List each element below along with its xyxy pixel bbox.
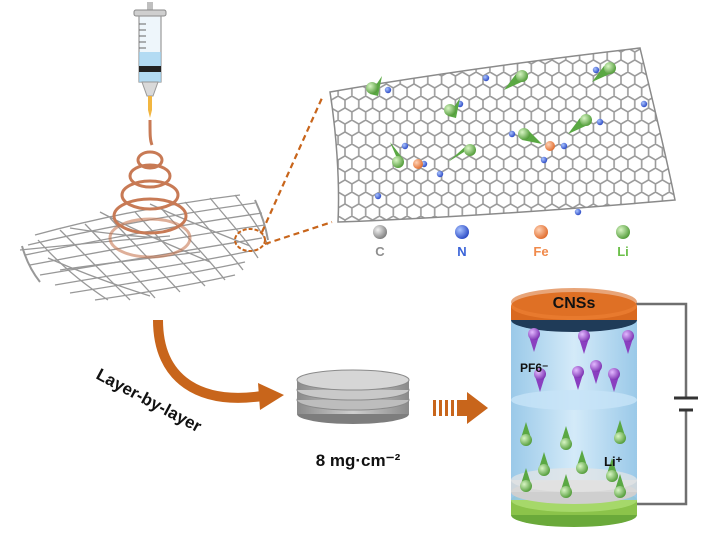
anion-label: PF6⁻ [520,361,548,375]
cation-label: Li⁺ [604,454,623,469]
legend-label-n: N [457,244,466,259]
legend-label-c: C [375,244,385,259]
pf6-anions [528,328,634,392]
electrode-label: CNSs [553,295,596,312]
external-circuit [636,302,688,506]
process-label: Layer-by-layer [93,365,205,437]
electrode-disk-stack: 8 mg·cm⁻² [296,369,410,470]
battery-cell: CNSs PF6⁻ Li⁺ [511,288,698,527]
doped-graphene-sheet [329,47,676,223]
legend-item-fe: Fe [533,225,549,259]
zoom-indicator [234,97,333,252]
legend-label-li: Li [617,244,629,259]
legend-label-fe: Fe [533,244,548,259]
legend-item-li: Li [616,225,630,259]
fe-atoms [413,141,555,169]
legend-item-n: N [455,225,469,259]
li-ions-on-sheet [366,62,616,168]
element-legend: C N Fe Li [373,225,630,259]
li-cations [520,420,626,498]
battery-symbol [674,396,698,412]
transfer-arrow [433,392,488,424]
copper-spiral [108,119,192,259]
syringe [133,2,167,118]
mass-loading-label: 8 mg·cm⁻² [316,451,401,470]
layer-by-layer-arrow: Layer-by-layer [93,319,284,437]
legend-item-c: C [373,225,387,259]
fiber-mesh [19,194,269,301]
